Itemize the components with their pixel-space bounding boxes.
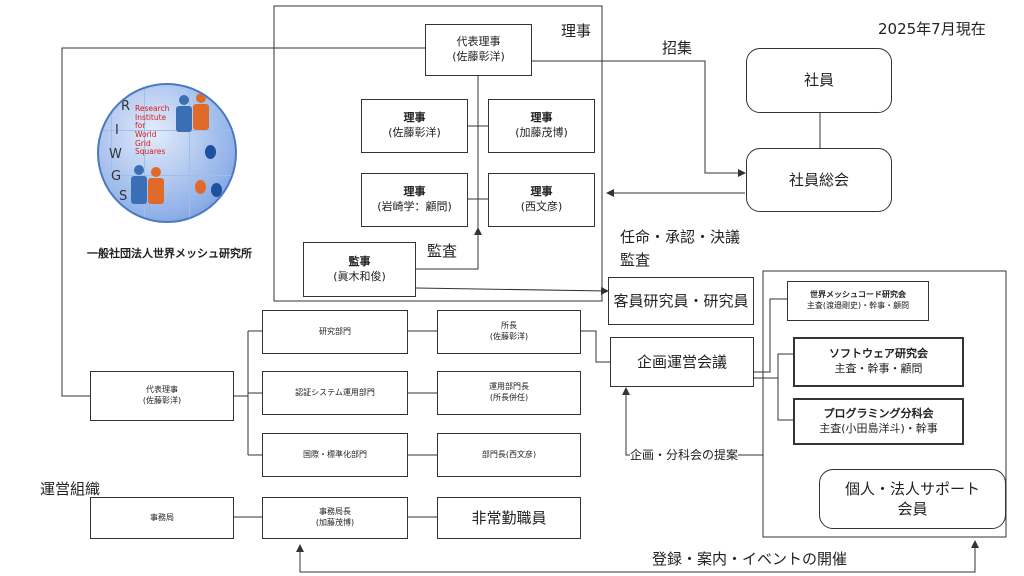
person-icon	[193, 104, 209, 130]
appoint-label: 任命・承認・決議	[620, 228, 741, 246]
logo-letter: R	[121, 99, 131, 114]
director-box: 理事 (佐藤彰洋)	[361, 99, 468, 153]
person-icon	[148, 178, 164, 204]
proposal-label: 企画・分科会の提案	[630, 446, 739, 463]
secretariat-box: 事務局	[90, 497, 234, 539]
director-box: 理事 (加藤茂博)	[488, 99, 595, 153]
ops-manager-box: 運用部門長 (所長併任)	[437, 371, 581, 415]
rep-director-title: 代表理事	[456, 35, 501, 49]
planning-council-box: 企画運営会議	[610, 337, 754, 387]
rep-director-name: (佐藤彰洋)	[452, 50, 505, 63]
support-member-box: 個人・法人サポート会員	[819, 469, 1006, 529]
director-box: 理事 (岩崎学：顧問)	[361, 173, 468, 227]
visiting-researcher-box: 客員研究員・研究員	[608, 277, 754, 325]
logo-letter: I	[115, 123, 119, 138]
person-icon	[134, 165, 144, 175]
person-icon	[179, 95, 189, 105]
audit-label: 監査	[620, 251, 651, 269]
operations-label: 運営組織	[40, 480, 101, 498]
date-label: 2025年7月現在	[878, 20, 986, 38]
ops-rep-director-box: 代表理事 (佐藤彰洋)	[90, 371, 234, 421]
auditor-box: 監事 (眞木和俊)	[303, 242, 416, 297]
logo-letter: S	[119, 189, 128, 204]
logo-letter: W	[109, 147, 122, 162]
org-name: 一般社団法人世界メッシュ研究所	[87, 247, 252, 260]
board-label: 理事	[561, 22, 592, 40]
riwgs-logo: R I W G S Research Institute for World G…	[97, 83, 237, 223]
person-icon	[151, 167, 161, 177]
dot-icon	[195, 180, 206, 194]
intl-standard-dept-box: 国際・標準化部門	[262, 433, 408, 477]
director-general-box: 所長 (佐藤彰洋)	[437, 310, 581, 354]
programming-group-box: プログラミング分科会 主査(小田島洋斗)・幹事	[793, 398, 964, 445]
registration-label: 登録・案内・イベントの開催	[652, 550, 848, 568]
shain-box: 社員	[746, 48, 892, 113]
director-box: 理事 (西文彦)	[488, 173, 595, 227]
person-icon	[196, 93, 206, 103]
audit-label-top: 監査	[427, 242, 458, 260]
mesh-code-group-box: 世界メッシュコード研究会 主査(渡邉剛史)・幹事・顧問	[787, 281, 929, 321]
research-dept-box: 研究部門	[262, 310, 408, 354]
dot-icon	[205, 145, 216, 159]
dept-head-box: 部門長(西文彦)	[437, 433, 581, 477]
shain-sokai-box: 社員総会	[746, 148, 892, 212]
rep-director-box: 代表理事 (佐藤彰洋)	[425, 24, 532, 76]
person-icon	[131, 176, 147, 204]
auth-system-dept-box: 認証システム運用部門	[262, 371, 408, 415]
software-group-box: ソフトウェア研究会 主査・幹事・顧問	[793, 337, 964, 387]
shoshu-label: 招集	[662, 39, 693, 57]
logo-letter: G	[111, 169, 122, 184]
dot-icon	[211, 183, 222, 197]
part-time-staff-box: 非常勤職員	[437, 497, 581, 539]
person-icon	[176, 106, 192, 132]
secretariat-head-box: 事務局長 (加藤茂博)	[262, 497, 408, 539]
logo-text: Research Institute for World Grid Square…	[135, 104, 170, 157]
